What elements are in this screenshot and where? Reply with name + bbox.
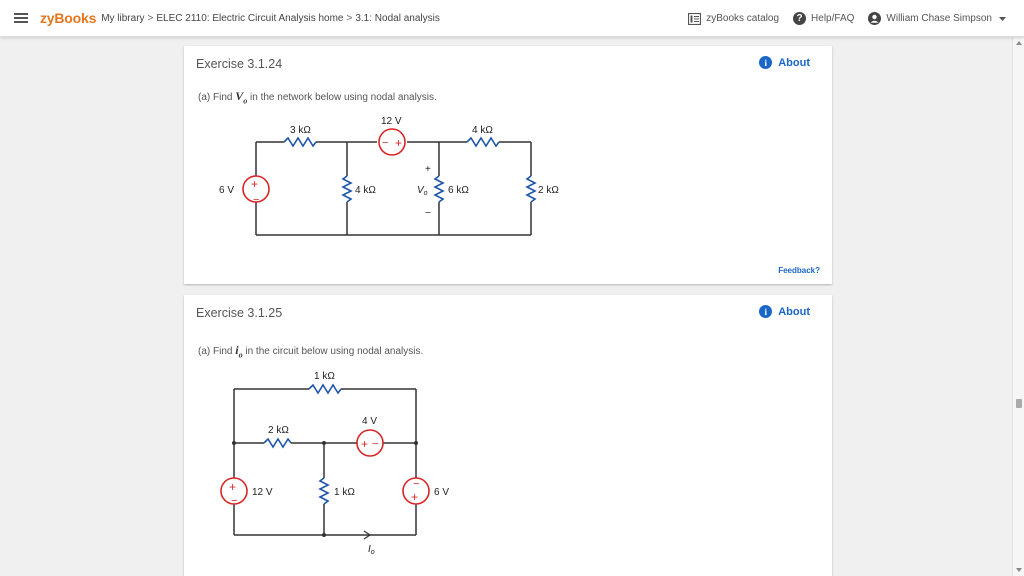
label-4k-top: 4 kΩ — [472, 125, 493, 136]
chevron-down-icon — [999, 16, 1006, 21]
voltage-source-6v — [402, 477, 430, 505]
exercise-card-3-1-24: Exercise 3.1.24 i About (a) Find Vo in t… — [184, 46, 832, 284]
catalog-label: zyBooks catalog — [706, 13, 780, 24]
user-menu[interactable]: William Chase Simpson — [868, 12, 1006, 25]
breadcrumb-section[interactable]: 3.1: Nodal analysis — [355, 12, 440, 24]
svg-text:+: + — [361, 437, 368, 451]
label-vo-minus: − — [425, 208, 431, 219]
exercise-title: Exercise 3.1.25 — [196, 306, 283, 320]
exercise-card-3-1-25: Exercise 3.1.25 i About (a) Find io in t… — [184, 295, 832, 576]
resistor-4k-top — [466, 136, 500, 148]
breadcrumb-separator: > — [346, 12, 353, 24]
voltage-source-12v — [378, 128, 406, 156]
breadcrumb-my-library[interactable]: My library — [101, 12, 145, 24]
exercise-question: (a) Find Vo in the network below using n… — [198, 89, 437, 105]
breadcrumb-separator: > — [147, 12, 154, 24]
help-faq-link[interactable]: ? Help/FAQ — [793, 12, 854, 25]
info-icon: i — [759, 56, 773, 69]
feedback-link[interactable]: Feedback? — [778, 266, 820, 275]
catalog-icon — [688, 12, 702, 25]
svg-text:+: + — [229, 480, 236, 494]
zybooks-logo[interactable]: zyBooks — [40, 10, 97, 26]
svg-text:−: − — [231, 495, 237, 507]
label-2k: 2 kΩ — [268, 425, 289, 436]
voltage-source-12v — [220, 477, 248, 505]
resistor-1k-top — [308, 383, 342, 395]
circuit-diagram-1: − + + − 3 kΩ 12 V 4 kΩ 6 V 4 kΩ Vo + − 6… — [219, 116, 559, 236]
resistor-4k-mid — [341, 175, 353, 203]
label-6v: 6 V — [219, 185, 234, 196]
help-label: Help/FAQ — [811, 13, 855, 24]
label-1k-top: 1 kΩ — [314, 371, 335, 382]
svg-text:−: − — [372, 438, 378, 450]
label-4k-mid: 4 kΩ — [355, 185, 376, 196]
resistor-1k-bottom — [318, 477, 330, 505]
info-icon: i — [759, 305, 773, 318]
help-icon: ? — [793, 12, 807, 25]
label-1k-bottom: 1 kΩ — [334, 487, 355, 498]
question-prefix: (a) Find — [198, 346, 233, 357]
scroll-down-arrow-icon[interactable] — [1016, 568, 1022, 572]
svg-text:+: + — [411, 490, 418, 504]
scroll-up-arrow-icon[interactable] — [1016, 41, 1022, 45]
resistor-6k — [433, 175, 445, 203]
svg-text:−: − — [413, 478, 419, 490]
about-label: About — [778, 56, 810, 69]
svg-text:+: + — [251, 177, 258, 191]
label-2k: 2 kΩ — [538, 185, 559, 196]
label-io: Io — [368, 544, 375, 556]
circuit-diagram-2: + − + − − + 1 kΩ 2 kΩ 4 V 12 V 1 kΩ 6 V … — [220, 371, 449, 556]
exercise-question: (a) Find io in the circuit below using n… — [198, 343, 423, 359]
label-vo: Vo — [417, 185, 428, 197]
question-prefix: (a) Find — [198, 92, 233, 103]
about-button[interactable]: i About — [759, 56, 810, 69]
label-vo-plus: + — [425, 164, 431, 175]
resistor-3k — [283, 136, 317, 148]
svg-text:−: − — [382, 137, 388, 149]
question-variable: io — [235, 343, 243, 360]
top-navigation-bar: zyBooks My library > ELEC 2110: Electric… — [0, 0, 1024, 37]
voltage-source-6v — [242, 175, 270, 203]
voltage-source-4v — [356, 429, 384, 457]
breadcrumb: My library > ELEC 2110: Electric Circuit… — [101, 13, 440, 24]
about-label: About — [778, 305, 810, 318]
page-scrollbar[interactable] — [1012, 37, 1024, 576]
label-6k: 6 kΩ — [448, 185, 469, 196]
question-variable: Vo — [235, 89, 248, 106]
label-3k: 3 kΩ — [290, 125, 311, 136]
resistor-2k — [263, 437, 292, 449]
scrollbar-thumb[interactable] — [1016, 399, 1022, 408]
question-suffix: in the circuit below using nodal analysi… — [245, 346, 424, 357]
svg-text:+: + — [395, 136, 402, 150]
about-button[interactable]: i About — [759, 305, 810, 318]
top-right-links: zyBooks catalog ? Help/FAQ William Chase… — [674, 0, 1006, 37]
zybooks-catalog-link[interactable]: zyBooks catalog — [688, 12, 780, 25]
label-12v: 12 V — [252, 487, 273, 498]
svg-text:−: − — [253, 194, 259, 206]
user-name: William Chase Simpson — [886, 13, 992, 24]
label-12v: 12 V — [381, 116, 402, 127]
breadcrumb-course-home[interactable]: ELEC 2110: Electric Circuit Analysis hom… — [156, 12, 344, 24]
exercise-title: Exercise 3.1.24 — [196, 57, 283, 71]
label-6v: 6 V — [434, 487, 449, 498]
user-account-icon — [868, 12, 882, 25]
label-4v: 4 V — [362, 416, 377, 427]
resistor-2k — [525, 175, 537, 203]
question-suffix: in the network below using nodal analysi… — [250, 92, 437, 103]
hamburger-menu-icon[interactable] — [14, 13, 28, 23]
